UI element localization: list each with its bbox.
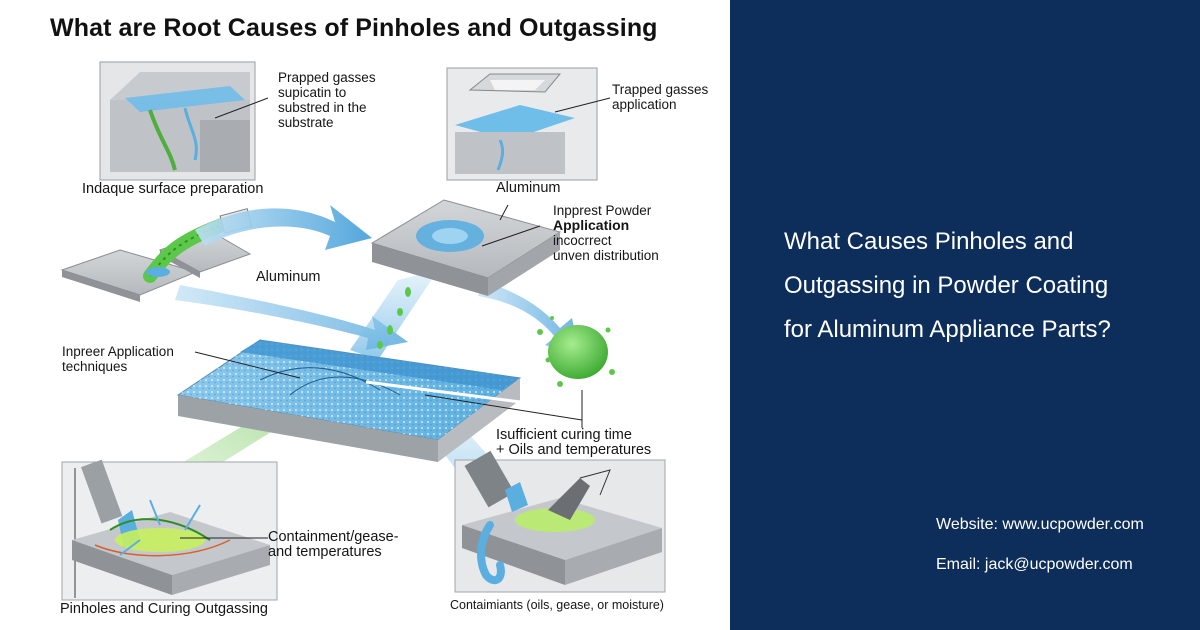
callout-line: techniques (62, 359, 128, 374)
mid-left-caption: Aluminum (256, 269, 321, 285)
application-techniques-label: Inpreer Application techniques (62, 344, 174, 374)
callout-line: Containment/gease- (268, 529, 399, 545)
top-right-caption: Aluminum (496, 180, 561, 196)
promo-title-line: What Causes Pinholes and (784, 228, 1074, 255)
callout-line: substred in the (278, 100, 367, 115)
bottom-left-scene (61, 459, 278, 601)
top-left-callout: Prapped gasses supicatin to substred in … (278, 70, 376, 130)
callout-line: supicatin to (278, 85, 347, 100)
diagram-illustration (60, 61, 666, 601)
email-link[interactable]: Email: jack@ucpowder.com (936, 556, 1133, 573)
callout-line: Trapped gasses (612, 82, 709, 97)
green-contaminant-blob (537, 316, 615, 387)
callout-line: and temperatures (268, 544, 382, 560)
callout-line: substrate (278, 115, 334, 130)
callout-line: Isufficient curing time (496, 427, 632, 443)
curing-callout: Isufficient curing time + Oils and tempe… (496, 428, 651, 458)
callout-line-bold: Application (553, 217, 630, 233)
promo-title-line: for Aluminum Appliance Parts? (784, 316, 1111, 343)
upper-right-plate-illustration (370, 199, 562, 296)
top-left-box-illustration (99, 61, 269, 181)
top-right-callout: Trapped gasses application (612, 82, 708, 112)
promo-title-line: Outgassing in Powder Coating (784, 272, 1109, 299)
callout-line: incocrrect (553, 233, 612, 248)
bottom-right-caption: Contaimiants (oils, gease, or moisture) (450, 598, 664, 612)
callout-line: unven distribution (553, 248, 659, 263)
promo-panel: What Causes Pinholes and Outgassing in P… (730, 0, 1200, 630)
callout-line: Prapped gasses (278, 70, 376, 85)
top-right-box-illustration (446, 67, 611, 181)
top-left-caption: Indaque surface preparation (82, 181, 264, 197)
central-coated-plate (176, 339, 583, 462)
website-link[interactable]: Website: www.ucpowder.com (936, 516, 1144, 533)
bottom-right-scene (454, 450, 666, 593)
bottom-left-caption: Pinholes and Curing Outgassing (60, 601, 268, 617)
callout-line: application (612, 97, 677, 112)
mid-right-callout: Inpprest Powder Application incocrrect u… (553, 203, 659, 263)
callout-line: Inpreer Application (62, 344, 174, 359)
contaminant-callout: Containment/gease- and temperatures (268, 530, 399, 560)
diagram-title: What are Root Causes of Pinholes and Out… (50, 14, 658, 42)
promo-title: What Causes Pinholes and Outgassing in P… (784, 220, 1184, 352)
powder-droplets (377, 287, 411, 349)
diagram-panel: What are Root Causes of Pinholes and Out… (50, 14, 709, 617)
callout-line: Inpprest Powder (553, 203, 652, 218)
callout-line: + Oils and temperatures (496, 442, 652, 458)
